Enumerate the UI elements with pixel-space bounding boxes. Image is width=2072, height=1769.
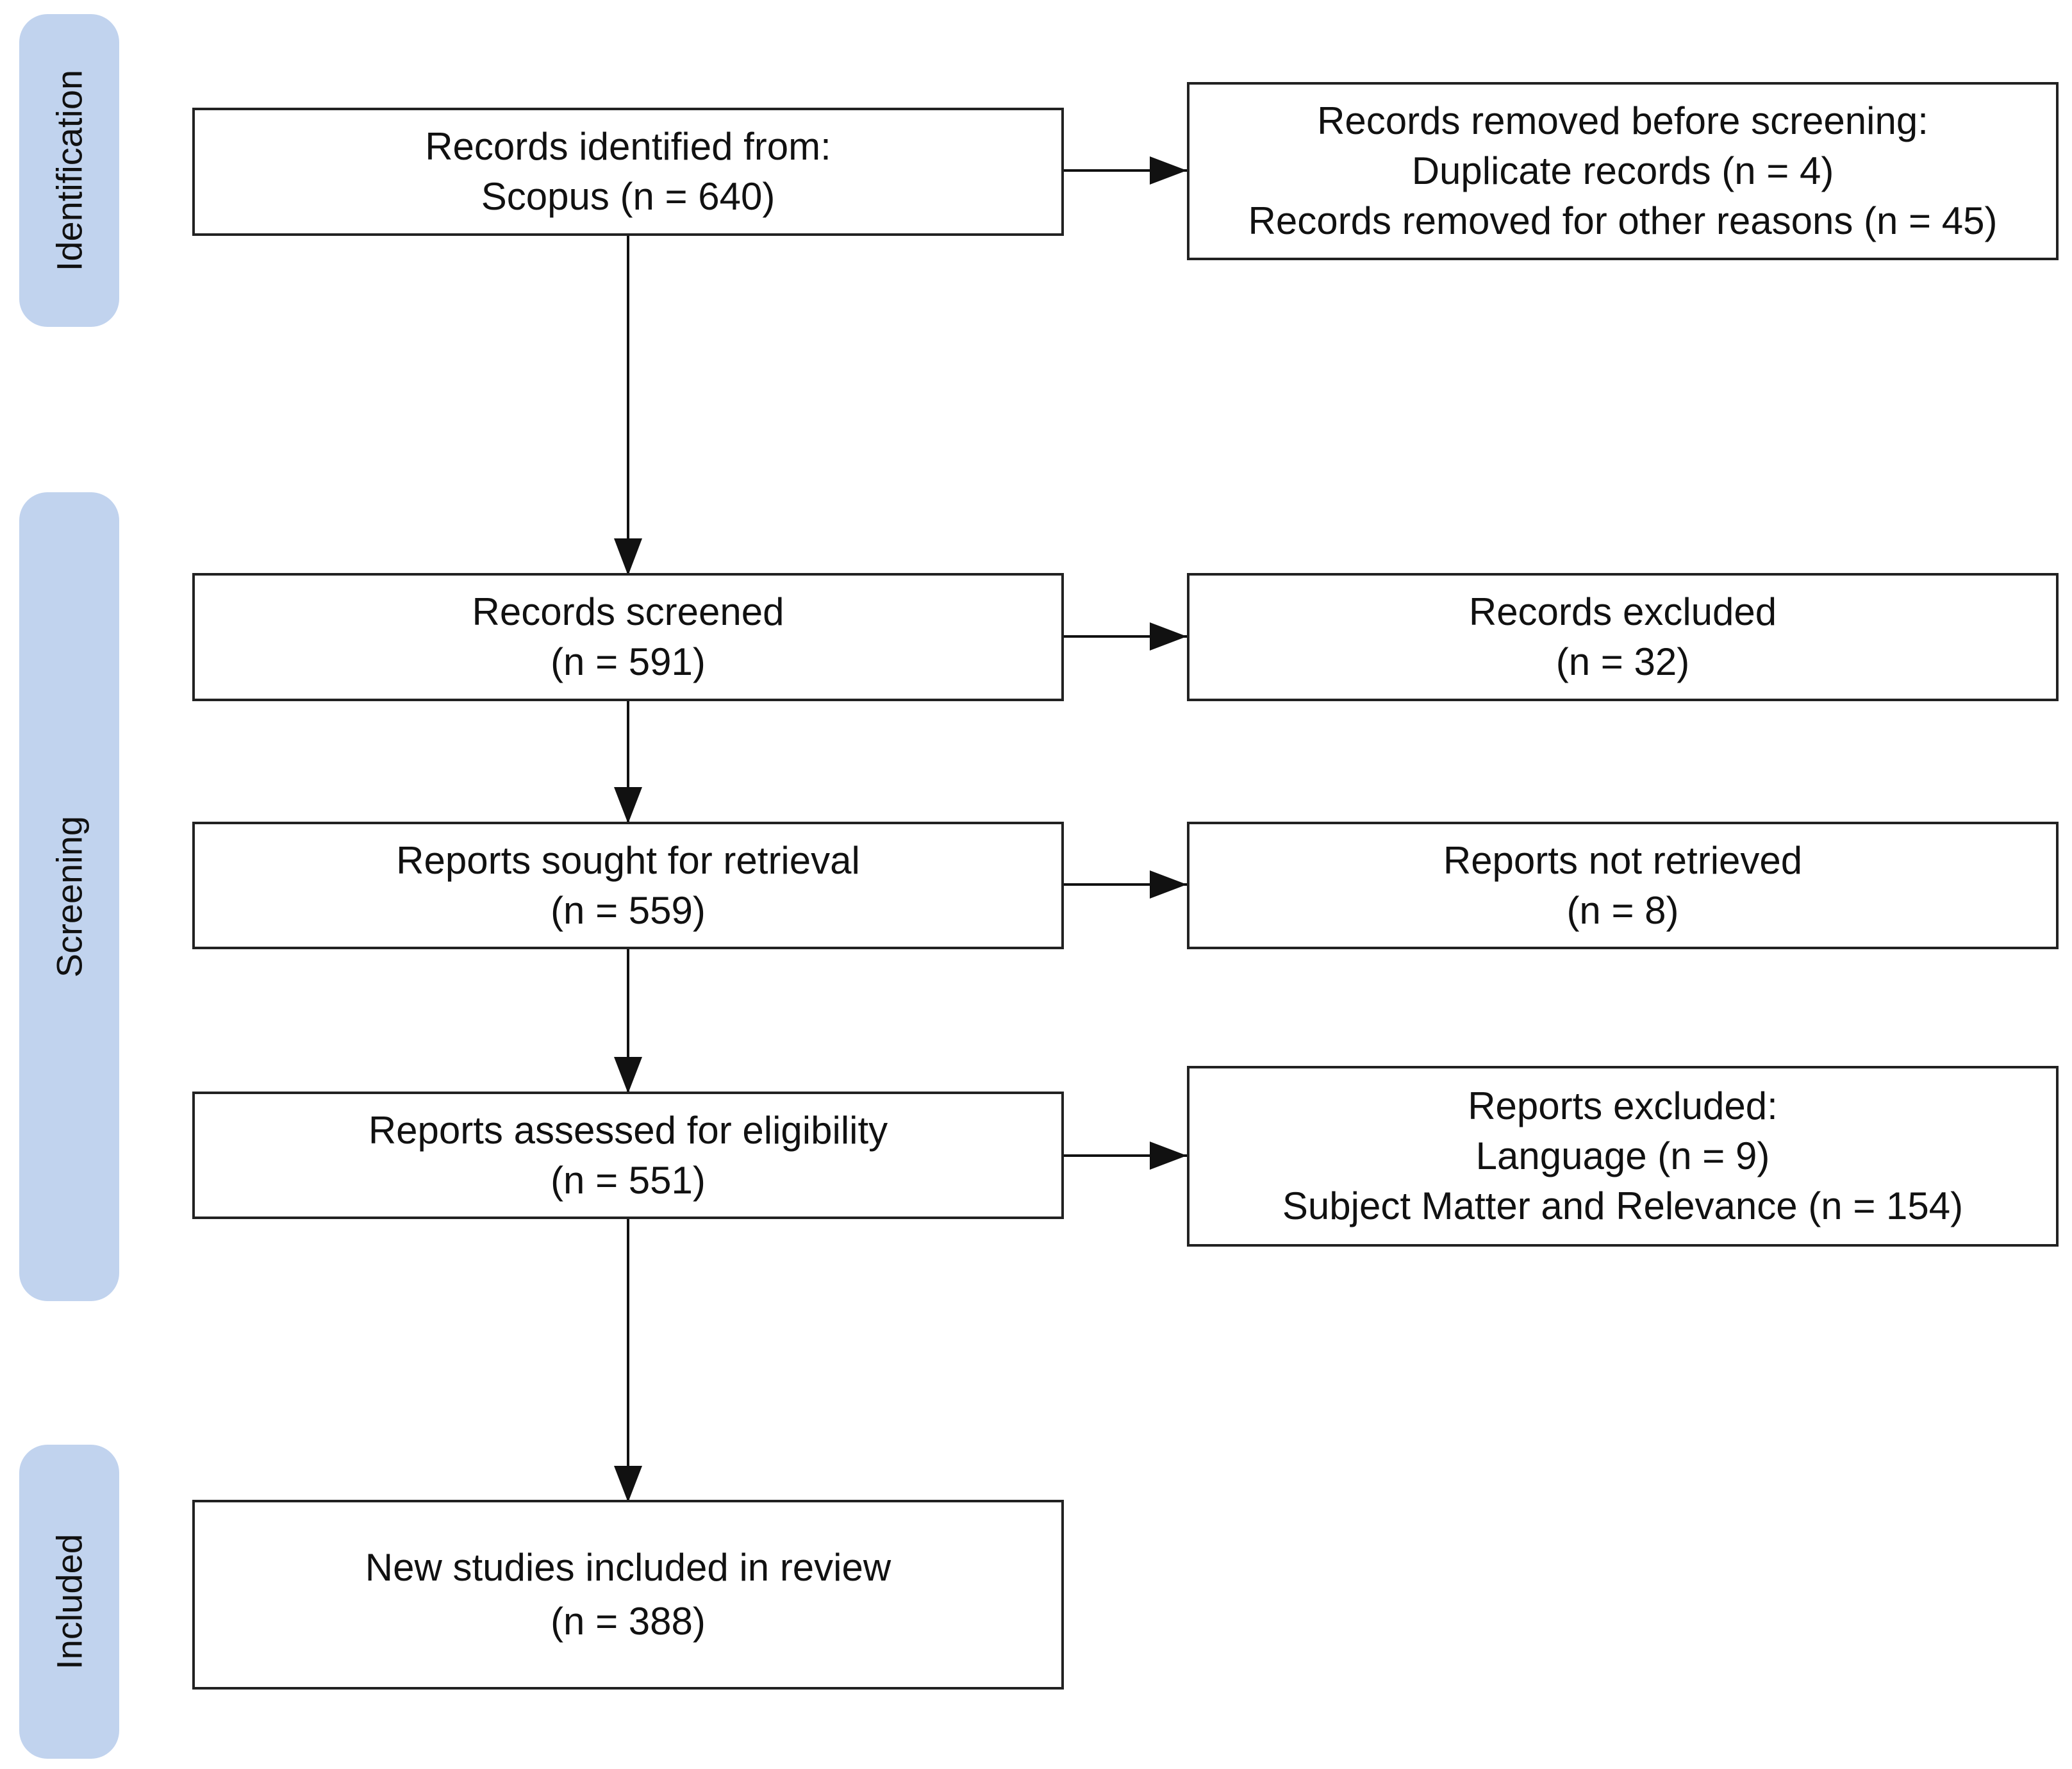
box-line: Language (n = 9): [1475, 1134, 1770, 1177]
box-records-screened: Records screened (n = 591): [192, 573, 1064, 701]
box-line: (n = 559): [551, 888, 706, 932]
stage-included: Included: [19, 1445, 119, 1759]
box-reports-excluded: Reports excluded: Language (n = 9) Subje…: [1187, 1066, 2059, 1247]
box-reports-assessed: Reports assessed for eligibility (n = 55…: [192, 1092, 1064, 1219]
stage-screening: Screening: [19, 492, 119, 1301]
arrowhead-sought-to-assessed: [614, 1057, 642, 1093]
box-line: Records removed for other reasons (n = 4…: [1248, 199, 1998, 242]
box-line: (n = 591): [551, 640, 706, 683]
box-records-identified: Records identified from: Scopus (n = 640…: [192, 108, 1064, 236]
arrowhead-screened-to-sought: [614, 787, 642, 824]
stage-identification: Identification: [19, 14, 119, 327]
box-line: (n = 8): [1566, 888, 1679, 932]
arrowhead-identified-to-removed: [1150, 156, 1187, 185]
box-line: Reports not retrieved: [1443, 838, 1803, 882]
box-line: Reports excluded:: [1468, 1084, 1778, 1127]
box-line: Records removed before screening:: [1317, 99, 1928, 142]
box-line: (n = 388): [551, 1600, 706, 1643]
box-line: Reports assessed for eligibility: [368, 1108, 888, 1152]
box-line: Reports sought for retrieval: [396, 838, 860, 882]
arrowhead-assessed-to-included: [614, 1466, 642, 1502]
box-records-excluded: Records excluded (n = 32): [1187, 573, 2059, 701]
box-records-removed: Records removed before screening: Duplic…: [1187, 82, 2059, 260]
box-line: Scopus (n = 640): [481, 175, 775, 218]
box-line: (n = 551): [551, 1158, 706, 1202]
arrowhead-sought-to-not-retrieved: [1150, 870, 1187, 899]
box-line: Subject Matter and Relevance (n = 154): [1282, 1184, 1964, 1227]
box-reports-not-retrieved: Reports not retrieved (n = 8): [1187, 822, 2059, 949]
box-line: Records screened: [472, 590, 784, 633]
box-line: Records excluded: [1468, 590, 1777, 633]
box-line: New studies included in review: [365, 1546, 891, 1589]
box-line: Duplicate records (n = 4): [1411, 149, 1834, 192]
box-line: (n = 32): [1555, 640, 1690, 683]
box-studies-included: New studies included in review (n = 388): [192, 1500, 1064, 1690]
box-line: Records identified from:: [425, 125, 831, 168]
arrowhead-screened-to-excluded: [1150, 622, 1187, 651]
arrowhead-assessed-to-reports-excluded: [1150, 1142, 1187, 1170]
arrowhead-identified-to-screened: [614, 538, 642, 576]
box-reports-sought: Reports sought for retrieval (n = 559): [192, 822, 1064, 949]
